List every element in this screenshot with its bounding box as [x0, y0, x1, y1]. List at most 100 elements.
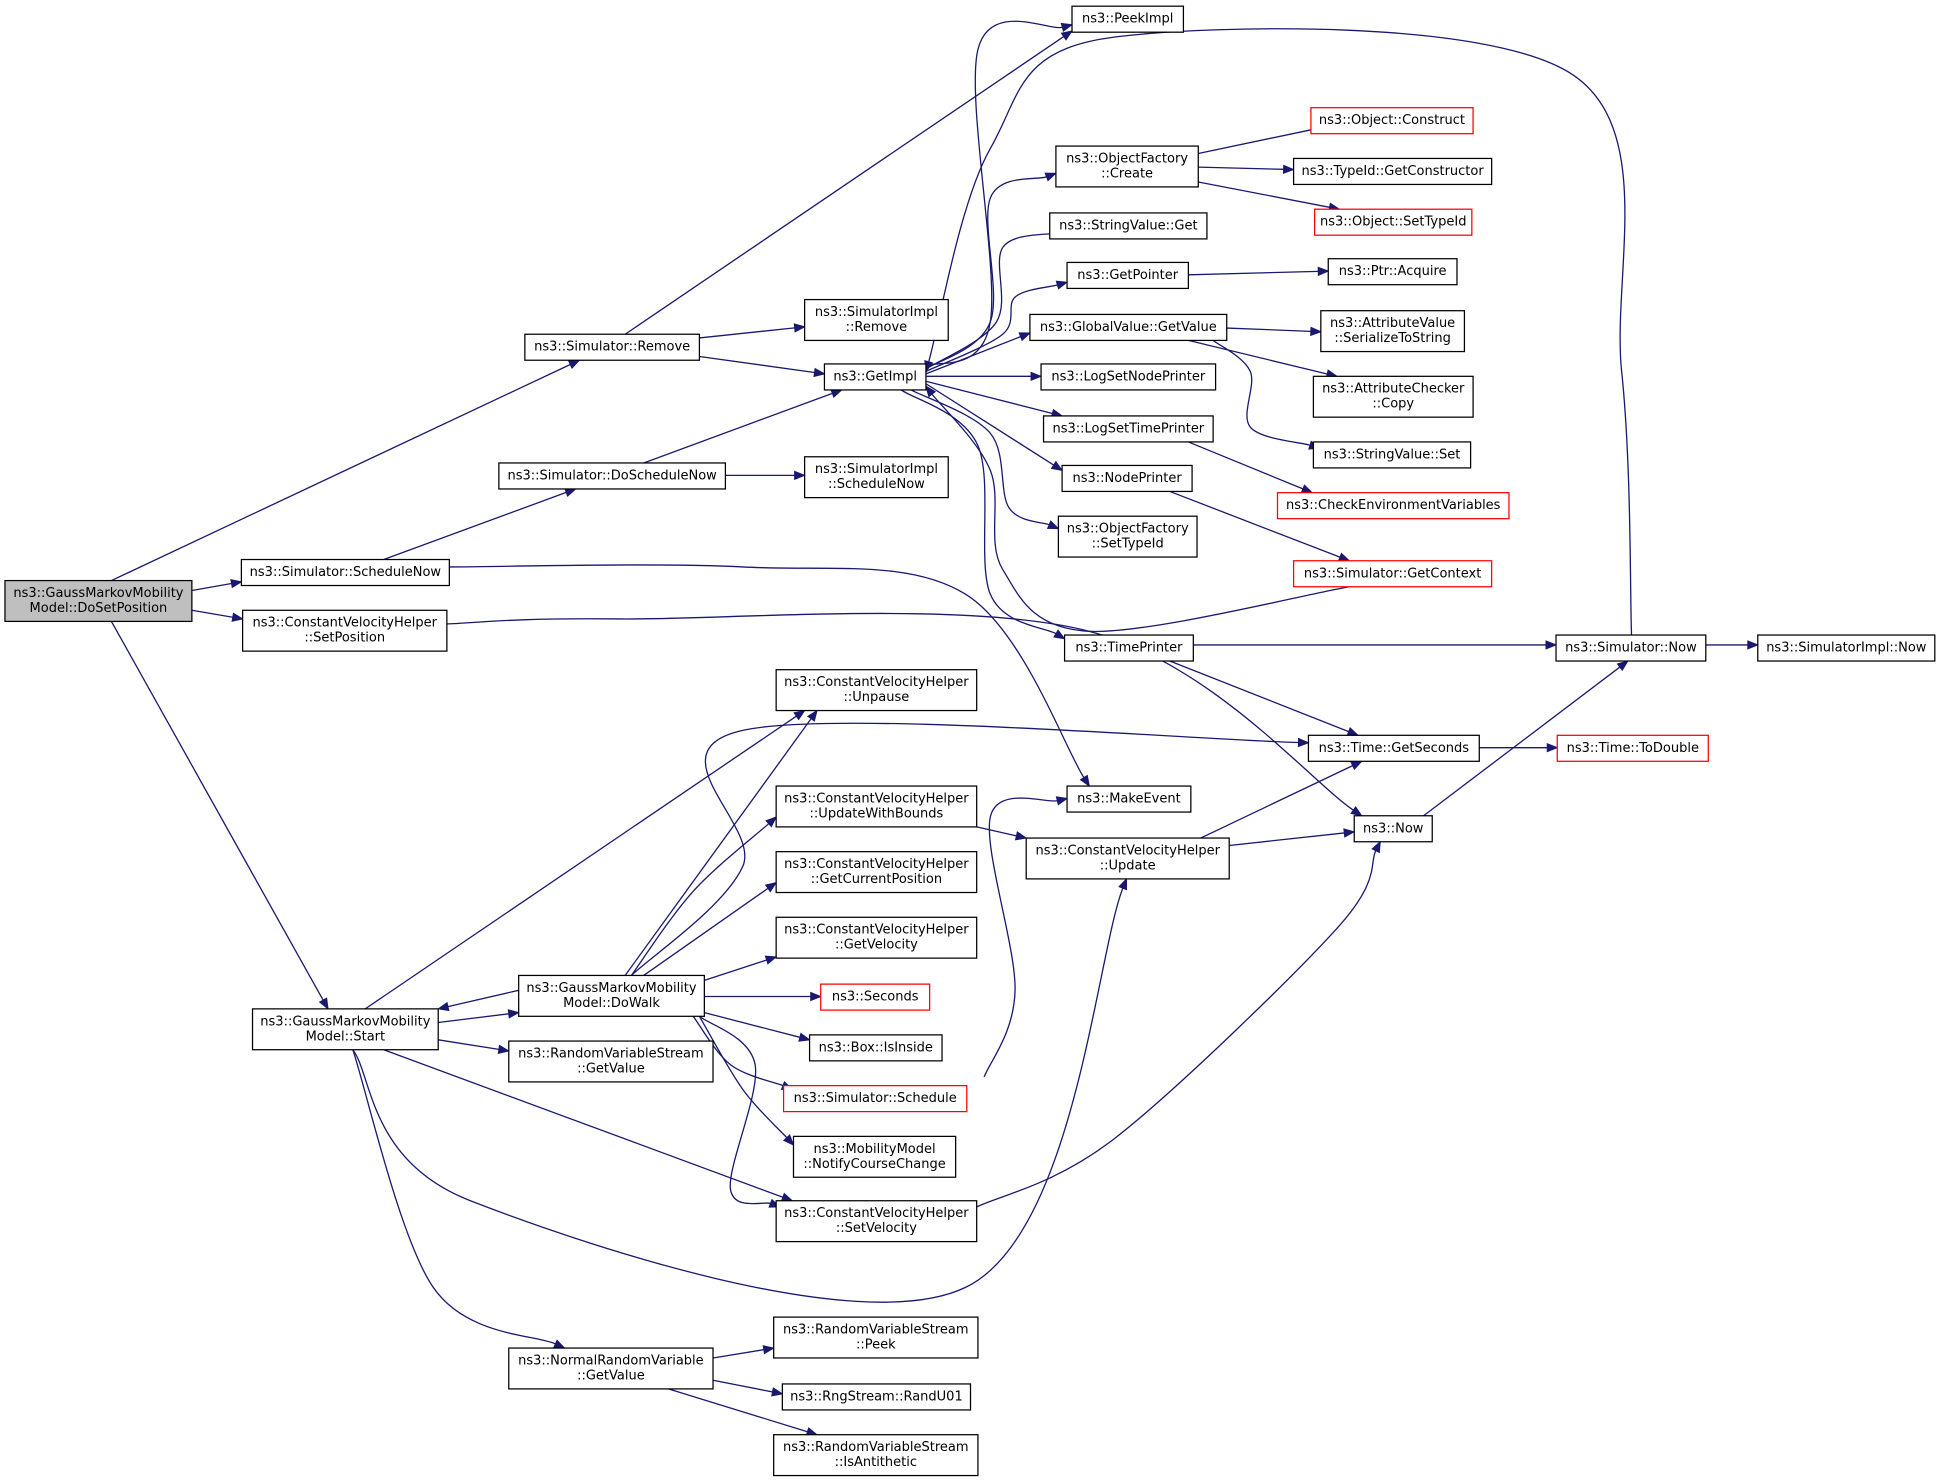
arrowhead-icon: [1747, 640, 1760, 650]
node-sim_schedule[interactable]: ns3::Simulator::Schedule: [782, 1084, 968, 1113]
node-label: ns3::AttributeValue: [1330, 316, 1455, 331]
edge-dosetpos-to-start: [110, 621, 329, 1011]
edge-cvh_updatebounds-to-cvh_update: [976, 826, 1028, 841]
edge-getimpl-to-getpointer: [925, 280, 1069, 372]
node-label: ::SetPosition: [304, 631, 385, 646]
node-label: ns3::ConstantVelocityHelper: [1035, 843, 1220, 858]
node-box: [773, 1316, 979, 1359]
arrowhead-icon: [1050, 460, 1064, 472]
node-box: [775, 785, 978, 828]
arrowhead-icon: [793, 323, 806, 333]
node-sv_set[interactable]: ns3::StringValue::Set: [1312, 441, 1472, 469]
node-box_isinside[interactable]: ns3::Box::IsInside: [808, 1034, 943, 1062]
arrowhead-icon: [497, 1044, 511, 1055]
node-obj_settypeid[interactable]: ns3::Object::SetTypeId: [1314, 208, 1473, 236]
node-label: ns3::SimulatorImpl: [815, 305, 938, 320]
node-label: ns3::GaussMarkovMobility: [13, 586, 183, 601]
edge-timeprinter-to-time_getseconds: [1169, 660, 1360, 736]
node-label: Model::DoSetPosition: [30, 601, 168, 616]
node-simimpl_schednow[interactable]: ns3::SimulatorImpl::ScheduleNow: [803, 456, 949, 499]
node-box: [1071, 5, 1185, 33]
node-label: ns3::NormalRandomVariable: [518, 1353, 704, 1368]
arrowhead-icon: [567, 359, 581, 369]
arrowhead-icon: [231, 612, 244, 622]
node-now[interactable]: ns3::Now: [1353, 815, 1433, 843]
arrowhead-icon: [564, 488, 577, 498]
node-label: ns3::RandomVariableStream: [783, 1440, 969, 1455]
node-makeevent[interactable]: ns3::MakeEvent: [1066, 785, 1192, 813]
node-getimpl[interactable]: ns3::GetImpl: [823, 363, 927, 391]
node-peekimpl[interactable]: ns3::PeekImpl: [1071, 5, 1185, 33]
node-simimpl_now[interactable]: ns3::SimulatorImpl::Now: [1757, 634, 1936, 662]
node-label: ns3::GetImpl: [833, 369, 917, 384]
node-label: ns3::Simulator::ScheduleNow: [250, 565, 442, 580]
node-obj_construct[interactable]: ns3::Object::Construct: [1310, 107, 1474, 135]
node-cvh_getcurpos[interactable]: ns3::ConstantVelocityHelper::GetCurrentP…: [775, 851, 978, 894]
edge-cvh_update-to-time_getseconds: [1200, 760, 1363, 839]
node-av_serialize[interactable]: ns3::AttributeValue::SerializeToString: [1320, 310, 1466, 353]
node-ac_copy[interactable]: ns3::AttributeChecker::Copy: [1312, 375, 1474, 418]
node-time_todouble[interactable]: ns3::Time::ToDouble: [1556, 734, 1709, 762]
node-rvs_isanti[interactable]: ns3::RandomVariableStream::IsAntithetic: [773, 1434, 979, 1477]
node-label: ns3::Simulator::Remove: [534, 340, 690, 355]
node-box: [1327, 258, 1458, 286]
node-rng_randu01[interactable]: ns3::RngStream::RandU01: [781, 1383, 972, 1411]
node-nrv_getvalue[interactable]: ns3::NormalRandomVariable::GetValue: [508, 1347, 714, 1390]
node-nodeprinter[interactable]: ns3::NodePrinter: [1061, 464, 1193, 493]
node-checkenv[interactable]: ns3::CheckEnvironmentVariables: [1276, 492, 1510, 520]
node-rvs_peek[interactable]: ns3::RandomVariableStream::Peek: [773, 1316, 979, 1359]
node-cvh_setvel[interactable]: ns3::ConstantVelocityHelper::SetVelocity: [775, 1200, 978, 1243]
node-logtimeprinter[interactable]: ns3::LogSetTimePrinter: [1042, 415, 1214, 443]
arrowhead-icon: [1346, 727, 1360, 736]
node-sim_now[interactable]: ns3::Simulator::Now: [1555, 634, 1707, 662]
edge-dowalk-to-cvh_updatebounds: [630, 816, 778, 976]
node-label: ns3::ConstantVelocityHelper: [784, 857, 969, 872]
edge-start-to-cvh_update: [352, 877, 1128, 1303]
node-box: [1353, 815, 1433, 843]
arrowhead-icon: [1343, 828, 1356, 838]
arrowhead-icon: [807, 709, 818, 722]
node-lognodeprinter[interactable]: ns3::LogSetNodePrinter: [1040, 363, 1217, 391]
node-sv_get[interactable]: ns3::StringValue::Get: [1049, 212, 1208, 240]
node-time_getseconds[interactable]: ns3::Time::GetSeconds: [1307, 734, 1480, 762]
node-typeid_getctor[interactable]: ns3::TypeId::GetConstructor: [1292, 157, 1493, 186]
node-of_create[interactable]: ns3::ObjectFactory::Create: [1055, 145, 1199, 188]
arrowhead-icon: [1046, 520, 1060, 530]
node-cvh_update[interactable]: ns3::ConstantVelocityHelper::Update: [1025, 837, 1230, 880]
node-box: [1292, 157, 1493, 186]
node-seconds[interactable]: ns3::Seconds: [820, 983, 931, 1011]
node-remove[interactable]: ns3::Simulator::Remove: [524, 333, 701, 361]
node-label: ::Peek: [856, 1338, 896, 1353]
node-label: ns3::Simulator::GetContext: [1304, 566, 1481, 581]
node-label: ns3::PeekImpl: [1082, 12, 1173, 27]
edge-dowalk-to-start: [436, 989, 519, 1012]
arrowhead-icon: [813, 367, 826, 378]
node-cvh_updatebounds[interactable]: ns3::ConstantVelocityHelper::UpdateWithB…: [775, 785, 978, 828]
node-doschednow[interactable]: ns3::Simulator::DoScheduleNow: [498, 462, 727, 490]
node-ptr_acquire[interactable]: ns3::Ptr::Acquire: [1327, 258, 1458, 286]
node-of_settypeid[interactable]: ns3::ObjectFactory::SetTypeId: [1057, 515, 1198, 558]
node-cvh_setpos[interactable]: ns3::ConstantVelocityHelper::SetPosition: [242, 609, 448, 652]
node-simimpl_remove[interactable]: ns3::SimulatorImpl::Remove: [803, 298, 949, 342]
node-gv_getvalue[interactable]: ns3::GlobalValue::GetValue: [1029, 313, 1228, 342]
node-cvh_getvel[interactable]: ns3::ConstantVelocityHelper::GetVelocity: [775, 916, 978, 959]
arrowhead-icon: [764, 955, 778, 965]
node-mm_notify[interactable]: ns3::MobilityModel::NotifyCourseChange: [792, 1135, 957, 1178]
arrowhead-icon: [1337, 552, 1351, 562]
node-getpointer[interactable]: ns3::GetPointer: [1066, 261, 1189, 290]
node-schednow[interactable]: ns3::Simulator::ScheduleNow: [240, 558, 450, 587]
edge-doschednow-to-simimpl_schednow: [725, 470, 806, 481]
arrowhead-icon: [793, 709, 806, 721]
node-timeprinter[interactable]: ns3::TimePrinter: [1063, 634, 1194, 662]
node-cvh_unpause[interactable]: ns3::ConstantVelocityHelper::Unpause: [775, 669, 978, 712]
node-sim_getcontext[interactable]: ns3::Simulator::GetContext: [1292, 560, 1493, 588]
arrowhead-icon: [1350, 760, 1363, 771]
node-rvs_getvalue[interactable]: ns3::RandomVariableStream::GetValue: [508, 1040, 714, 1083]
edge-dowalk-to-mm_notify: [698, 1015, 795, 1147]
arrowhead-icon: [1350, 805, 1363, 817]
node-dosetpos[interactable]: ns3::GaussMarkovMobilityModel::DoSetPosi…: [4, 579, 193, 623]
edge-timeprinter-to-sim_now: [1193, 640, 1558, 650]
node-label: ::Remove: [846, 320, 908, 335]
